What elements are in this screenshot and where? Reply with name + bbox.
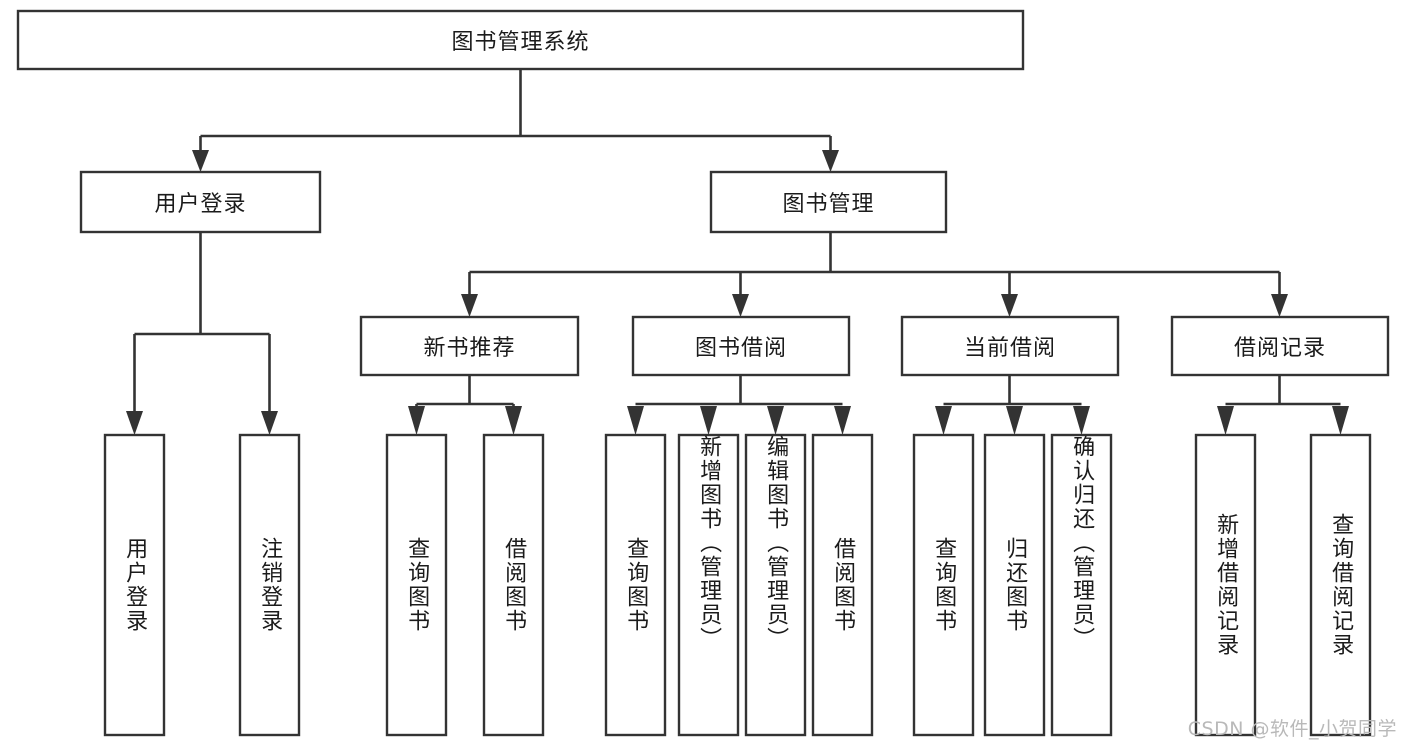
arrow-head-leaf-user-login: [126, 411, 143, 435]
node-box-leaf-logout-login[interactable]: [238, 433, 301, 737]
arrow-head-leaf-query-borrow-record: [1332, 406, 1349, 435]
node-box-leaf-user-login[interactable]: [103, 433, 166, 737]
arrow-head-leaf-return-book: [1006, 406, 1023, 435]
arrow-head-leaf-add-book-admin: [700, 406, 717, 435]
node-box-root[interactable]: [16, 9, 1025, 71]
node-box-leaf-add-book-admin[interactable]: [677, 433, 740, 737]
node-box-borrow-record[interactable]: [1170, 315, 1390, 377]
node-box-leaf-query-book-recommend[interactable]: [385, 433, 448, 737]
node-box-leaf-borrow-book-recommend[interactable]: [482, 433, 545, 737]
arrow-head-leaf-borrow-book-recommend: [505, 406, 522, 435]
node-box-leaf-query-book-current[interactable]: [912, 433, 975, 737]
arrow-head-leaf-edit-book-admin: [767, 406, 784, 435]
node-box-leaf-confirm-return-admin[interactable]: [1050, 433, 1113, 737]
arrow-head-current-borrow: [1001, 294, 1018, 317]
arrow-head-leaf-query-book-current: [935, 406, 952, 435]
node-box-leaf-add-borrow-record[interactable]: [1194, 433, 1257, 737]
node-box-leaf-query-borrow-record[interactable]: [1309, 433, 1372, 737]
arrow-head-leaf-logout-login: [261, 411, 278, 435]
node-box-leaf-query-book-borrow[interactable]: [604, 433, 667, 737]
node-box-leaf-edit-book-admin[interactable]: [744, 433, 807, 737]
arrow-head-leaf-query-book-borrow: [627, 406, 644, 435]
arrow-head-borrow-record: [1271, 294, 1288, 317]
node-box-user-login[interactable]: [79, 170, 322, 234]
arrow-head-leaf-query-book-recommend: [408, 406, 425, 435]
node-box-new-book-recommend[interactable]: [359, 315, 580, 377]
arrow-head-leaf-confirm-return-admin: [1073, 406, 1090, 435]
node-box-leaf-borrow-book[interactable]: [811, 433, 874, 737]
node-box-book-management[interactable]: [709, 170, 948, 234]
arrow-head-user-login: [192, 150, 209, 172]
arrow-head-book-management: [822, 150, 839, 172]
arrow-head-book-borrow: [732, 294, 749, 317]
arrow-head-new-book-recommend: [461, 294, 478, 317]
arrow-head-leaf-borrow-book: [834, 406, 851, 435]
node-box-layer: [16, 9, 1390, 737]
arrow-head-leaf-add-borrow-record: [1217, 406, 1234, 435]
connector-layer: [126, 69, 1349, 435]
node-box-book-borrow[interactable]: [631, 315, 851, 377]
node-box-current-borrow[interactable]: [900, 315, 1120, 377]
node-box-leaf-return-book[interactable]: [983, 433, 1046, 737]
